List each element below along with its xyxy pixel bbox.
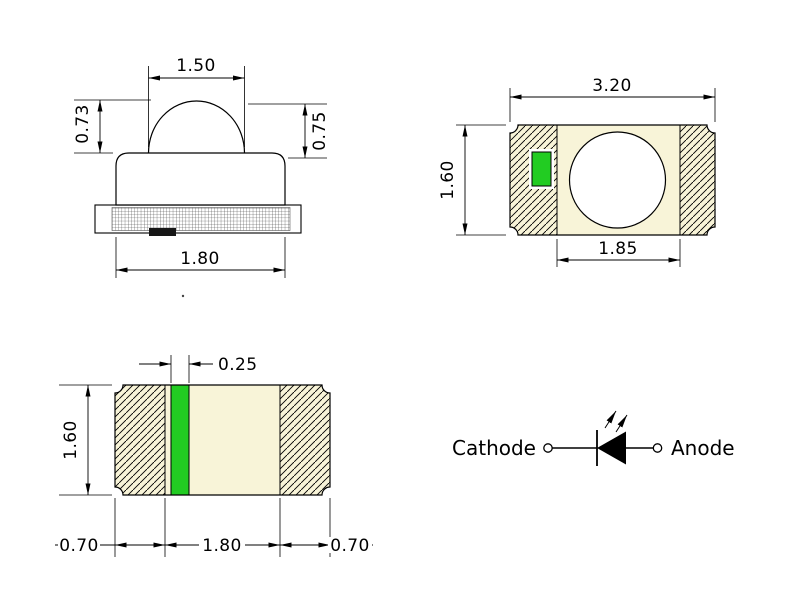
dimension-overall-height: 1.60 (438, 124, 506, 236)
dim-label-bottom-height: 1.60 (61, 420, 81, 459)
terminal-hatch-right (680, 125, 715, 235)
lens-dome (147, 100, 246, 154)
side-view: 1.50 0.73 0.75 1.80 (73, 56, 330, 298)
dim-label-height-right: 0.75 (310, 111, 330, 150)
stray-dot (181, 294, 185, 298)
dim-label-base-width: 1.80 (180, 249, 219, 269)
dim-label-right-pad: 0.70 (330, 536, 369, 556)
package-outline-bottom (114, 384, 331, 496)
dimension-base-width: 1.80 (115, 237, 286, 278)
light-emission-arrows (604, 410, 628, 433)
cathode-mark-green (531, 151, 552, 187)
top-view: 3.20 1.60 1.85 (438, 76, 716, 267)
dim-label-overall-height: 1.60 (438, 160, 458, 199)
light-arrow (604, 410, 617, 429)
dim-label-height-left: 0.73 (73, 104, 93, 143)
dim-label-inner-span: 1.85 (598, 239, 637, 259)
lens-circle (568, 131, 667, 229)
dimension-dome-width: 1.50 (148, 56, 245, 147)
anode-terminal-dot (652, 443, 663, 453)
circuit-symbol: Cathode Anode (452, 410, 735, 466)
light-arrow (615, 414, 628, 433)
cathode-label: Cathode (452, 436, 536, 460)
package-outline-top (509, 124, 716, 236)
pad-hatching (115, 385, 330, 495)
led-body-side (115, 152, 286, 206)
dimension-height-left: 0.73 (73, 99, 151, 154)
dim-label-mark-width: 0.25 (218, 355, 257, 375)
package-body-bottom (115, 385, 330, 495)
cathode-tab-mark (149, 228, 176, 236)
label-backing (199, 537, 245, 553)
diode-triangle (597, 431, 626, 465)
label-backing (58, 537, 100, 553)
anode-label: Anode (671, 436, 735, 460)
cathode-terminal-dot (543, 443, 553, 453)
substrate-mesh-pad (111, 207, 291, 231)
dim-label-dome-width: 1.50 (176, 56, 215, 76)
pad-hatch-left (115, 385, 165, 495)
dim-label-center-span: 1.80 (202, 536, 241, 556)
pad-hatch-right (280, 385, 330, 495)
dim-label-overall-width: 3.20 (592, 76, 631, 96)
cathode-stripe-green (170, 384, 190, 496)
dimension-mark-width: 0.25 (139, 355, 257, 383)
dimension-bottom-height: 1.60 (59, 384, 112, 496)
dimension-overall-width: 3.20 (509, 76, 716, 122)
dimension-inner-span: 1.85 (556, 239, 681, 267)
dim-label-left-pad: 0.70 (59, 536, 98, 556)
dimension-height-right: 0.75 (248, 103, 330, 159)
bottom-view: 0.25 1.60 0.70 1.80 0.70 (55, 355, 373, 557)
label-backing (328, 537, 372, 553)
dimension-pad-chain: 0.70 1.80 0.70 (55, 498, 373, 557)
